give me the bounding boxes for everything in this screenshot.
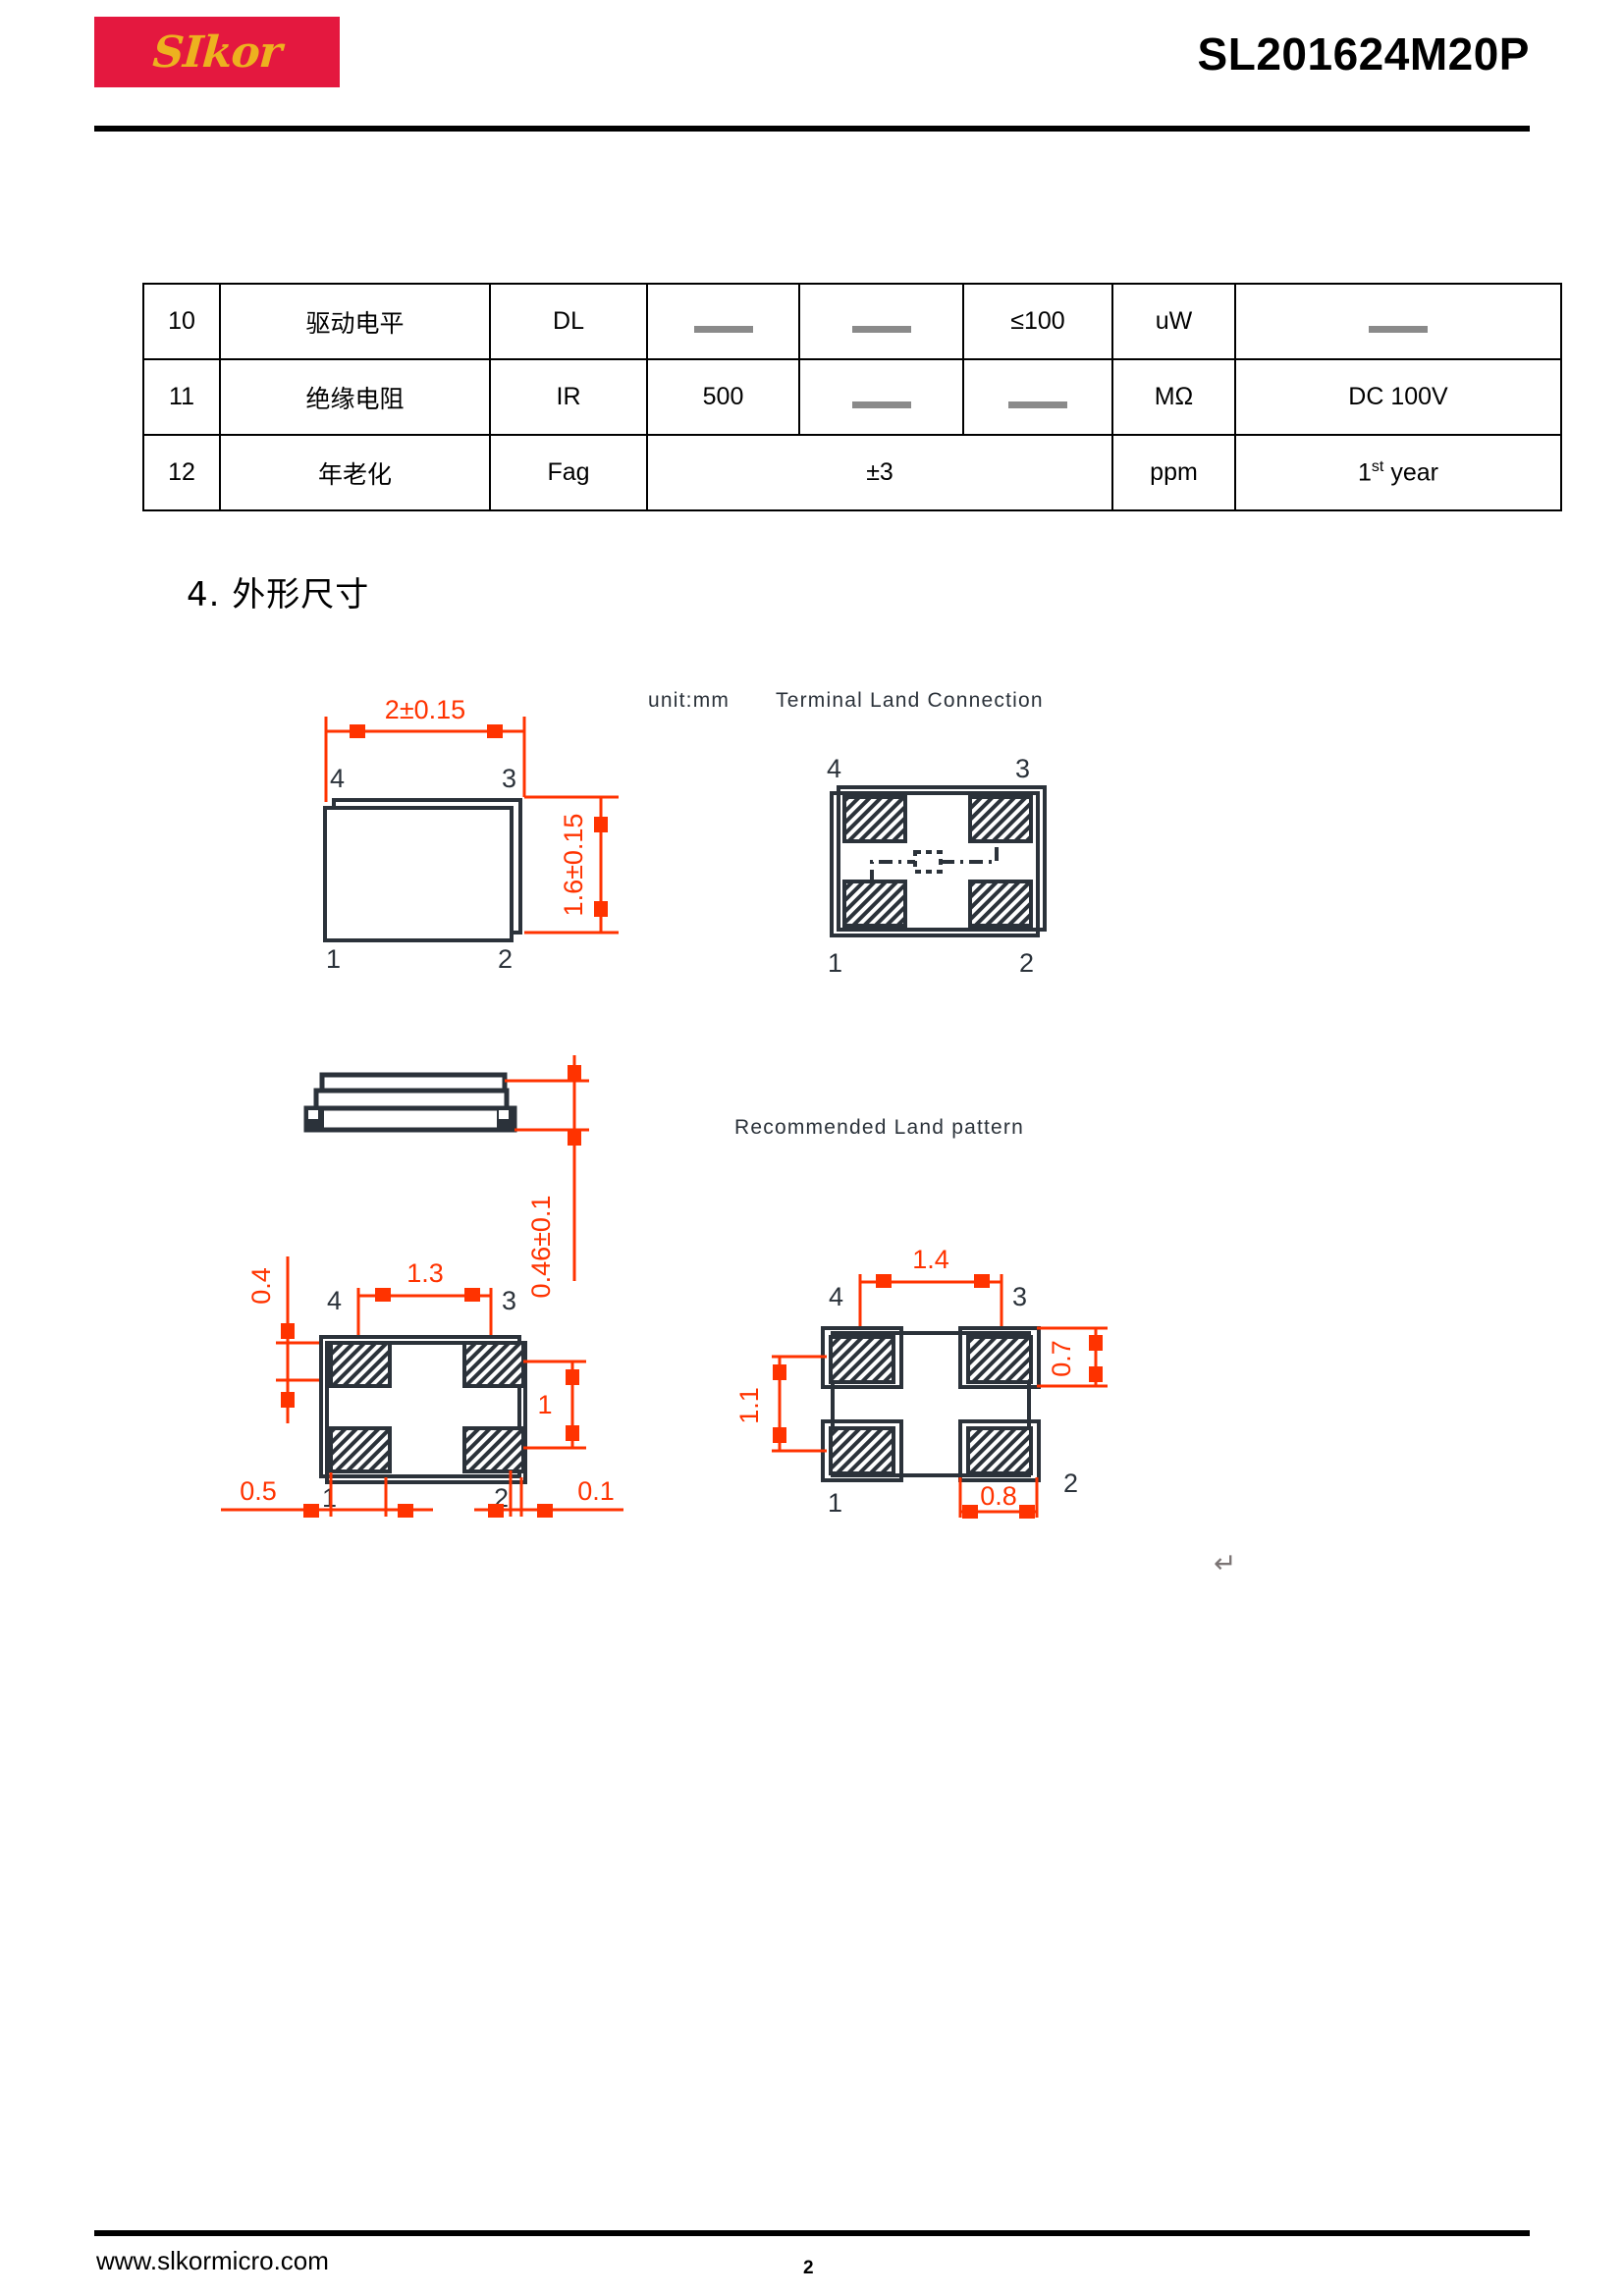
svg-text:0.7: 0.7 (1047, 1340, 1076, 1377)
svg-text:1: 1 (326, 944, 341, 972)
unit-note-label: unit:mm (648, 689, 731, 712)
slkor-logo: SIkor (94, 17, 340, 87)
table-row: 11 绝缘电阻 IR 500 MΩ DC 100V (142, 358, 1562, 436)
package-side-view (295, 1055, 609, 1281)
svg-text:2: 2 (1019, 948, 1034, 978)
package-outline-top-view: 2±0.15 1.6±0.15 4 3 1 2 (295, 677, 687, 972)
svg-text:4: 4 (330, 764, 345, 793)
svg-text:0.1: 0.1 (577, 1476, 615, 1506)
svg-text:1.3: 1.3 (406, 1258, 444, 1288)
svg-text:1: 1 (537, 1390, 552, 1419)
recommended-land-pattern-view: 1.4 (736, 1227, 1129, 1522)
terminal-land-connection-title: Terminal Land Connection (776, 689, 1044, 712)
page-title: SL201624M20P (1197, 28, 1530, 80)
cell-unit: uW (1111, 283, 1236, 360)
section-heading-dimensions: 4. 外形尺寸 (187, 575, 370, 614)
svg-text:4: 4 (327, 1286, 342, 1315)
cell-name: 绝缘电阻 (219, 358, 491, 436)
svg-text:1: 1 (828, 948, 842, 978)
svg-text:3: 3 (1012, 1282, 1027, 1311)
empty-dash (1369, 325, 1428, 333)
svg-text:3: 3 (502, 764, 516, 793)
svg-text:4: 4 (827, 754, 841, 783)
svg-text:2: 2 (1063, 1468, 1078, 1498)
cell-name: 年老化 (219, 434, 491, 511)
cell-max (962, 358, 1113, 436)
svg-text:0.5: 0.5 (240, 1476, 277, 1506)
svg-text:0.46±0.1: 0.46±0.1 (526, 1196, 556, 1299)
cell-min (646, 283, 800, 360)
condition-tail: year (1383, 458, 1438, 487)
svg-text:1: 1 (828, 1488, 842, 1518)
footer-divider (94, 2230, 1530, 2236)
svg-text:2±0.15: 2±0.15 (385, 695, 465, 724)
cell-no: 11 (142, 358, 221, 436)
cell-condition: 1st year (1234, 434, 1562, 511)
cell-symbol: IR (489, 358, 648, 436)
table-row: 12 年老化 Fag ±3 ppm 1st year (142, 434, 1562, 511)
condition-base: 1 (1358, 458, 1372, 487)
cell-unit: ppm (1111, 434, 1236, 511)
svg-text:0.8: 0.8 (980, 1481, 1017, 1511)
cell-max: ≤100 (962, 283, 1113, 360)
svg-text:0.4: 0.4 (246, 1267, 276, 1305)
recommended-land-pattern-title: Recommended Land pattern (734, 1116, 1024, 1139)
footer-page-number: 2 (803, 2258, 814, 2278)
cell-typ (798, 283, 964, 360)
svg-text:4: 4 (829, 1282, 843, 1311)
paragraph-mark-icon: ↵ (1214, 1547, 1237, 1579)
empty-dash (1008, 400, 1067, 408)
svg-text:1.6±0.15: 1.6±0.15 (559, 814, 588, 917)
cell-no: 10 (142, 283, 221, 360)
cell-min: 500 (646, 358, 800, 436)
cell-unit: MΩ (1111, 358, 1236, 436)
mechanical-drawings: unit:mm Terminal Land Connection Recomme… (0, 677, 1624, 1580)
terminal-land-connection-view: 4 3 1 2 (795, 736, 1060, 982)
specification-table: 10 驱动电平 DL ≤100 uW 11 绝缘电阻 IR 500 MΩ DC … (142, 283, 1562, 511)
logo-wordmark: SIkor (151, 27, 283, 78)
header-divider (94, 126, 1530, 132)
footer-website-link[interactable]: www.slkormicro.com (96, 2246, 329, 2275)
cell-name: 驱动电平 (219, 283, 491, 360)
thickness-dimension-label: 0.46±0.1 (511, 1090, 589, 1335)
cell-merged-value: ±3 (646, 434, 1113, 511)
cell-symbol: DL (489, 283, 648, 360)
svg-text:3: 3 (1015, 754, 1030, 783)
svg-text:2: 2 (498, 944, 513, 972)
cell-condition (1234, 283, 1562, 360)
package-bottom-pad-view: 0.4 1.3 (211, 1227, 633, 1522)
svg-text:1.4: 1.4 (912, 1245, 949, 1274)
svg-text:1.1: 1.1 (736, 1387, 764, 1424)
page-header: SIkor SL201624M20P (0, 0, 1624, 137)
cell-condition: DC 100V (1234, 358, 1562, 436)
table-row: 10 驱动电平 DL ≤100 uW (142, 283, 1562, 360)
condition-superscript: st (1371, 457, 1384, 475)
cell-symbol: Fag (489, 434, 648, 511)
empty-dash (851, 325, 911, 333)
empty-dash (693, 325, 753, 333)
cell-typ (798, 358, 964, 436)
cell-no: 12 (142, 434, 221, 511)
svg-text:3: 3 (502, 1286, 516, 1315)
empty-dash (851, 400, 911, 408)
